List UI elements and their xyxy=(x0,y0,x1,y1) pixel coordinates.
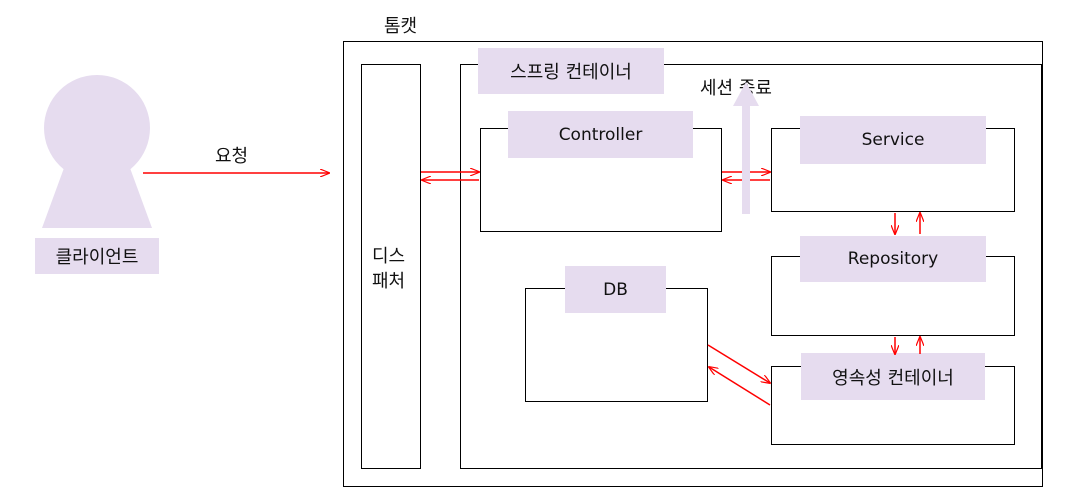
db-to-persistence-arrow xyxy=(707,344,770,383)
session-end-arrow xyxy=(733,82,759,214)
controller-label: Controller xyxy=(508,111,693,158)
dispatcher-label-line1: 디스 xyxy=(372,246,406,267)
persistence-container-label: 영속성 컨테이너 xyxy=(801,353,985,400)
spring-container-label: 스프링 컨테이너 xyxy=(478,48,664,94)
session-end-label: 세션 종료 xyxy=(700,78,772,99)
dispatcher-box xyxy=(361,64,421,469)
persistence-to-db-arrow xyxy=(709,367,771,406)
client-label: 클라이언트 xyxy=(35,238,159,274)
tomcat-label: 톰캣 xyxy=(384,16,418,37)
client-person-icon xyxy=(42,75,152,228)
request-label: 요청 xyxy=(215,146,249,167)
db-label: DB xyxy=(565,266,666,313)
repository-label: Repository xyxy=(800,236,986,282)
service-label: Service xyxy=(800,116,986,164)
dispatcher-label-line2: 패처 xyxy=(372,271,406,292)
